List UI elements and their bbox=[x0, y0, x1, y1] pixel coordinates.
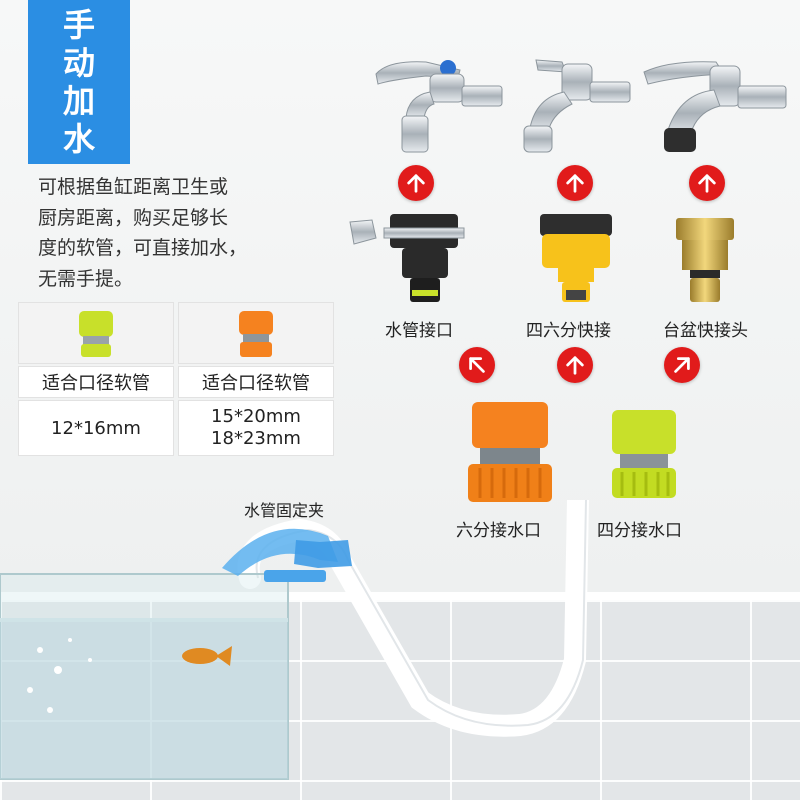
title-char-1: 手 bbox=[62, 6, 95, 44]
hose-size-right-1: 15*20mm bbox=[211, 406, 301, 427]
arrow-up-right bbox=[664, 347, 700, 383]
description-line-3: 度的软管，可直接加水， bbox=[38, 237, 248, 259]
description-line-4: 无需手提。 bbox=[38, 267, 134, 290]
arrow-up-1 bbox=[398, 165, 434, 201]
hose-size-header-right: 适合口径软管 bbox=[178, 366, 334, 398]
hose-size-table: 适合口径软管 适合口径软管 12*16mm 15*20mm 18*23mm bbox=[18, 302, 334, 456]
arrow-up-2 bbox=[557, 165, 593, 201]
description-line-1: 可根据鱼缸距离卫生或 bbox=[38, 176, 229, 198]
arrow-up-icon bbox=[407, 174, 425, 193]
six-fen-water-connector-label: 六分接水口 bbox=[456, 521, 541, 541]
hose-adapter-label: 水管接口 bbox=[385, 321, 453, 341]
hose-adapter-image bbox=[349, 214, 465, 302]
arrow-up-left bbox=[459, 347, 495, 383]
description-text: 可根据鱼缸距离卫生或 厨房距离，购买足够长 度的软管，可直接加水， 无需手提。 bbox=[38, 172, 308, 294]
basin-quick-connector-image bbox=[676, 218, 734, 302]
lime-connector-icon bbox=[79, 311, 113, 357]
title-char-4: 水 bbox=[62, 120, 95, 158]
title-char-3: 加 bbox=[62, 82, 95, 120]
arrow-up-icon bbox=[566, 356, 584, 375]
four-fen-water-connector-image bbox=[612, 410, 676, 498]
six-fen-water-connector-image bbox=[468, 402, 552, 502]
title-banner: 手 动 加 水 bbox=[28, 0, 130, 164]
hose-size-left: 12*16mm bbox=[18, 400, 174, 456]
title-char-2: 动 bbox=[62, 44, 95, 82]
faucet-2-image bbox=[523, 59, 631, 153]
wall-background bbox=[0, 0, 800, 600]
arrow-up-4 bbox=[557, 347, 593, 383]
hose-size-right: 15*20mm 18*23mm bbox=[178, 400, 334, 456]
four-fen-water-connector-label: 四分接水口 bbox=[597, 521, 682, 541]
hose-size-right-2: 18*23mm bbox=[211, 428, 301, 449]
hose-size-header-left: 适合口径软管 bbox=[18, 366, 174, 398]
basin-quick-connector-label: 台盆快接头 bbox=[663, 321, 748, 341]
lime-connector-thumbnail bbox=[18, 302, 174, 364]
arrow-up-right-icon bbox=[674, 357, 690, 373]
orange-connector-thumbnail bbox=[178, 302, 334, 364]
aquarium-scene bbox=[0, 500, 589, 780]
hose-clip-label: 水管固定夹 bbox=[244, 501, 325, 520]
arrow-up-3 bbox=[689, 165, 725, 201]
title-text: 手 动 加 水 bbox=[59, 6, 99, 158]
description-line-2: 厨房距离，购买足够长 bbox=[38, 206, 229, 229]
arrow-up-icon bbox=[566, 174, 584, 193]
arrow-up-icon bbox=[698, 174, 716, 193]
four-six-quick-connector-image bbox=[540, 214, 612, 302]
orange-connector-icon bbox=[239, 311, 273, 357]
four-six-quick-connector-label: 四六分快接 bbox=[526, 321, 611, 341]
faucet-3-image bbox=[643, 61, 787, 152]
baseboard bbox=[0, 592, 800, 602]
faucet-1-image bbox=[375, 60, 503, 153]
arrow-up-left-icon bbox=[469, 357, 485, 373]
